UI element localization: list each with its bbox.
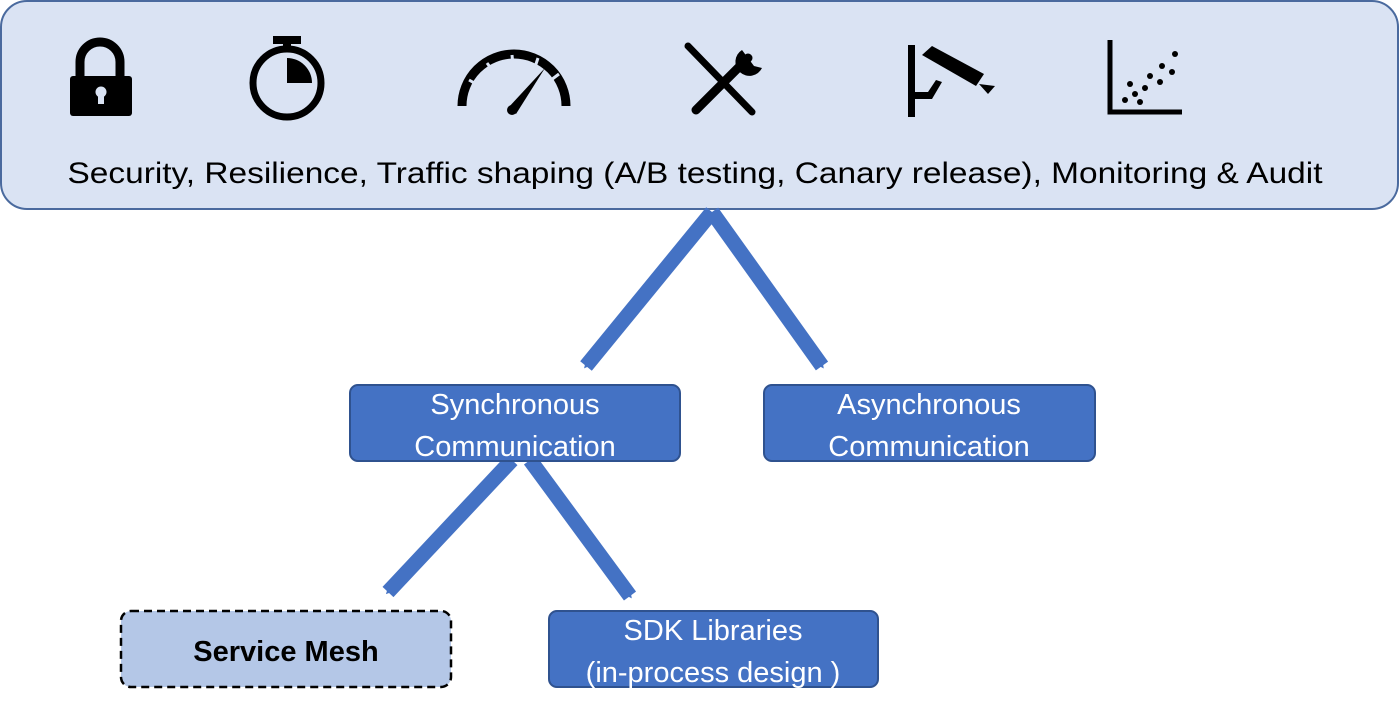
lock-icon bbox=[70, 37, 132, 116]
arrow-to-sync bbox=[580, 207, 718, 371]
arrows bbox=[382, 207, 829, 601]
arrow-to-sdk bbox=[523, 455, 637, 601]
concerns-panel: Security, Resilience, Traffic shaping (A… bbox=[0, 0, 1399, 210]
node-async-line1: Asynchronous bbox=[837, 389, 1021, 421]
node-sdk-libraries: SDK Libraries (in-process design ) bbox=[548, 610, 879, 689]
node-sdk-line2: (in-process design ) bbox=[586, 657, 841, 689]
node-async-line2: Communication bbox=[828, 431, 1029, 463]
surveillance-camera-icon bbox=[908, 45, 995, 117]
scatter-plot-icon bbox=[1107, 40, 1182, 115]
node-asynchronous-communication: Asynchronous Communication bbox=[763, 384, 1096, 463]
arrow-to-async bbox=[705, 207, 829, 371]
node-sync-line2: Communication bbox=[414, 431, 615, 463]
node-synchronous-communication: Synchronous Communication bbox=[349, 384, 681, 463]
node-sync-line1: Synchronous bbox=[430, 389, 599, 421]
speedometer-icon bbox=[457, 49, 571, 115]
stopwatch-icon bbox=[249, 36, 325, 121]
arrow-to-mesh bbox=[382, 454, 518, 598]
node-service-mesh: Service Mesh bbox=[119, 609, 453, 689]
node-sdk-line1: SDK Libraries bbox=[624, 615, 803, 647]
node-mesh-label: Service Mesh bbox=[193, 636, 378, 668]
concerns-caption: Security, Resilience, Traffic shaping (A… bbox=[68, 157, 1324, 190]
tools-icon bbox=[684, 42, 762, 116]
